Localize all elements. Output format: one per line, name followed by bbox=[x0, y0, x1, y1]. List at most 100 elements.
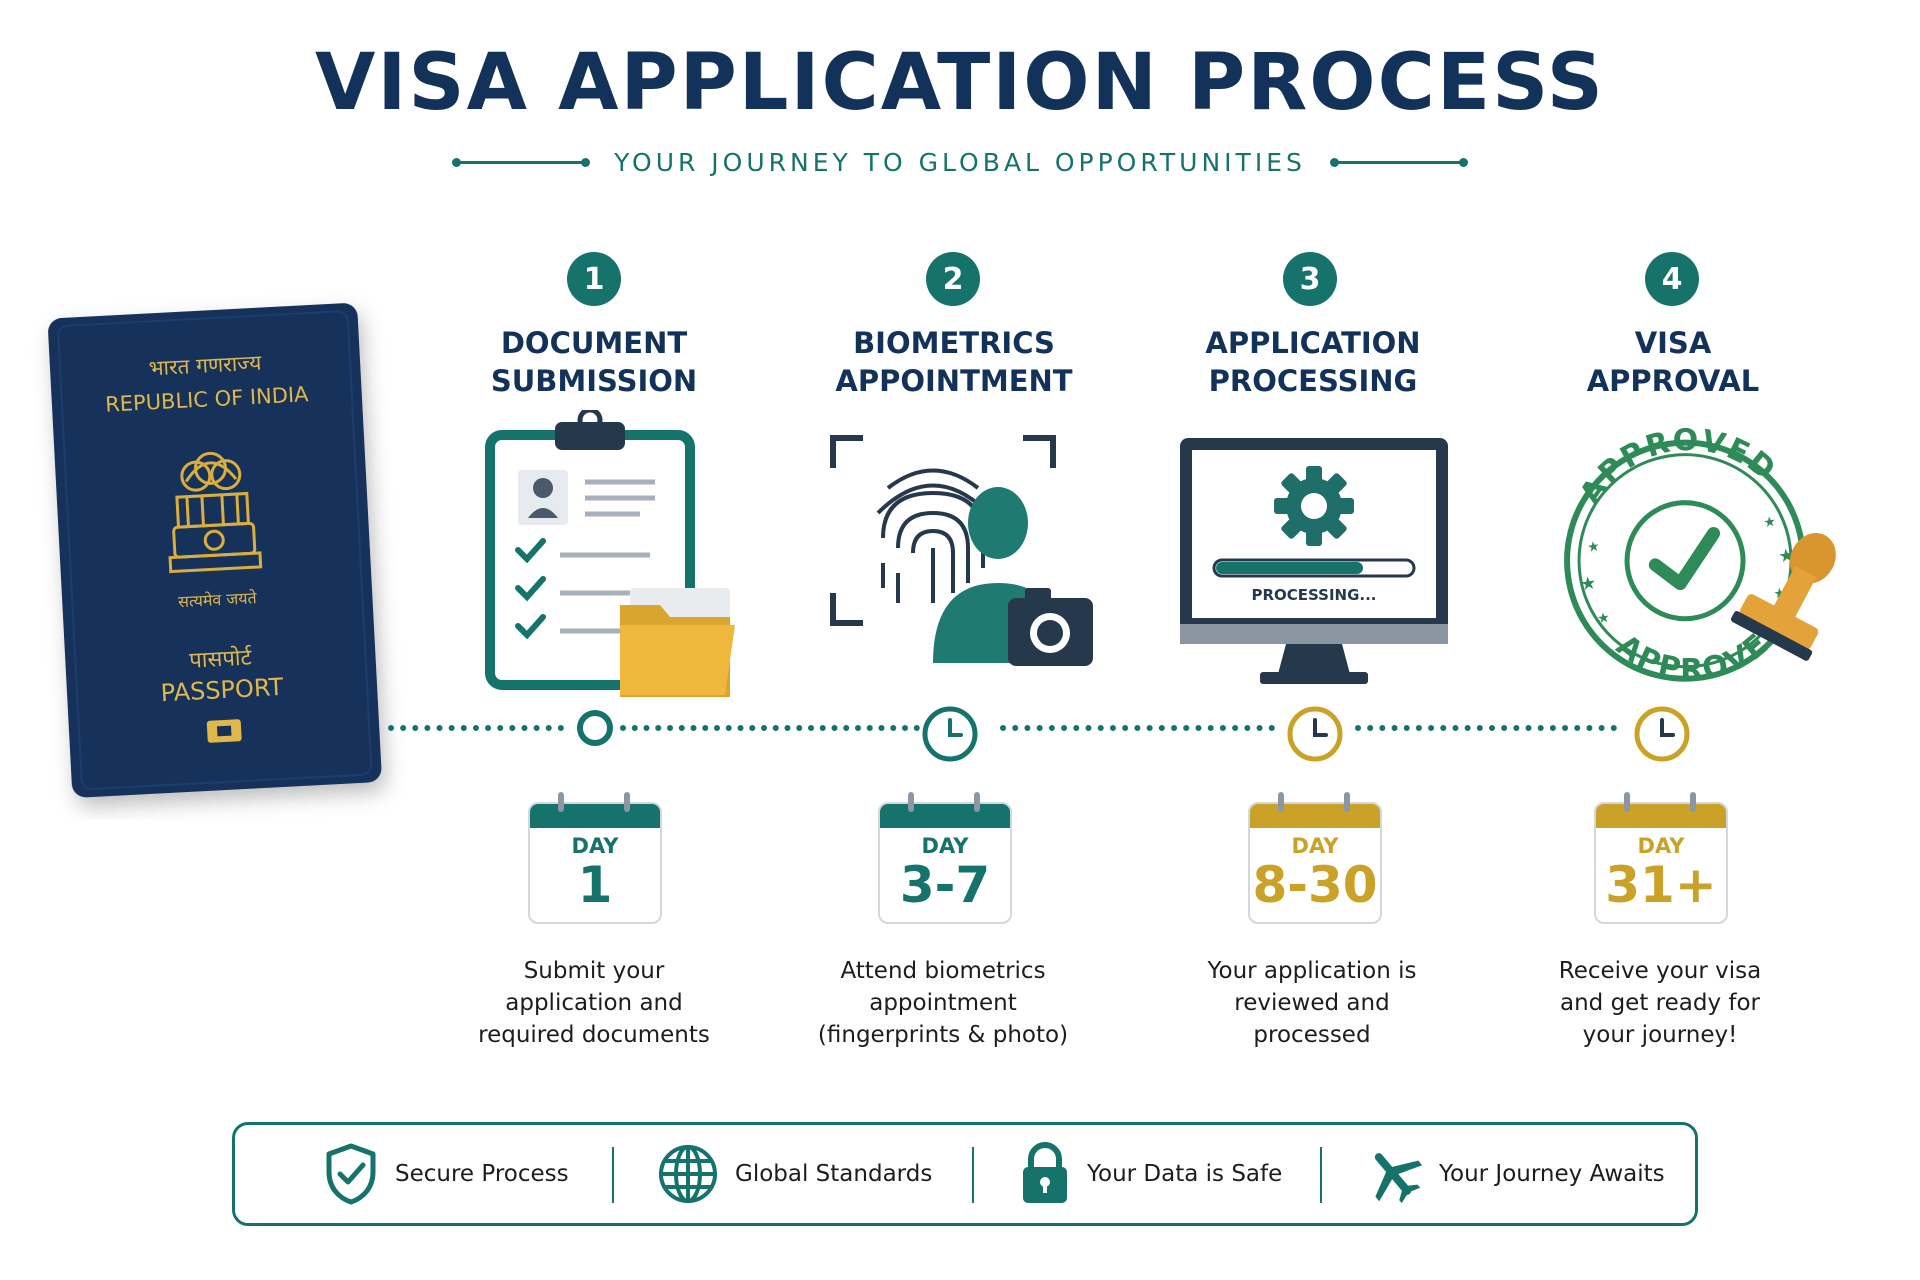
feature-label: Your Journey Awaits bbox=[1439, 1161, 1665, 1187]
calendar-icon: DAY 1 bbox=[528, 792, 662, 924]
description-line: your journey! bbox=[1582, 1022, 1738, 1048]
description-line: Your application is bbox=[1207, 958, 1417, 984]
divider bbox=[1320, 1147, 1322, 1203]
stamp-text-top: APPROVED bbox=[1566, 420, 1787, 514]
passport-hindi-label: पासपोर्ट bbox=[189, 644, 254, 673]
step-title-3: APPLICATION PROCESSING bbox=[1148, 324, 1478, 400]
step-title-line: DOCUMENT bbox=[500, 326, 688, 360]
step-description-2: Attend biometrics appointment (fingerpri… bbox=[793, 955, 1093, 1051]
folder-icon bbox=[620, 588, 735, 697]
description-line: reviewed and bbox=[1234, 990, 1390, 1016]
calendar-day-label: DAY bbox=[1637, 834, 1685, 858]
description-line: Attend biometrics bbox=[840, 958, 1046, 984]
step-title-line: PROCESSING bbox=[1208, 364, 1418, 398]
description-line: application and bbox=[505, 990, 683, 1016]
step-title-line: APPLICATION bbox=[1205, 326, 1421, 360]
step-title-1: DOCUMENT SUBMISSION bbox=[429, 324, 759, 400]
clock-icon bbox=[1287, 706, 1343, 762]
timeline-segment bbox=[388, 725, 564, 731]
step-number-2: 2 bbox=[926, 252, 980, 306]
features-bar: Secure Process Global Standards Your Dat… bbox=[232, 1122, 1698, 1226]
national-emblem-icon bbox=[168, 451, 263, 574]
clock-icon bbox=[922, 706, 978, 762]
step-title-2: BIOMETRICS APPOINTMENT bbox=[789, 324, 1119, 400]
fingerprint-icon bbox=[876, 468, 990, 603]
subtitle-line-left bbox=[452, 158, 591, 167]
timeline-node-1 bbox=[575, 708, 615, 748]
timeline-node-3 bbox=[1285, 704, 1345, 764]
description-line: processed bbox=[1253, 1022, 1371, 1048]
step-title-line: APPROVAL bbox=[1586, 364, 1760, 398]
feature-secure-process: Secure Process bbox=[323, 1125, 569, 1223]
calendar-day-label: DAY bbox=[921, 834, 969, 858]
svg-text:★: ★ bbox=[1763, 514, 1778, 532]
globe-icon bbox=[659, 1145, 717, 1203]
timeline-node-2 bbox=[920, 704, 980, 764]
gear-icon bbox=[1274, 466, 1354, 546]
timeline-segment bbox=[620, 725, 920, 731]
fingerprint-camera-icon bbox=[830, 435, 1093, 666]
processing-label: PROCESSING... bbox=[1251, 586, 1376, 604]
calendar-icon: DAY 31+ bbox=[1594, 792, 1728, 924]
monitor-gear-icon: PROCESSING... bbox=[1180, 438, 1448, 684]
step-description-4: Receive your visa and get ready for your… bbox=[1510, 955, 1810, 1051]
calendar-day-value: 8-30 bbox=[1252, 856, 1378, 914]
completed-circle-icon bbox=[577, 710, 613, 746]
feature-journey-awaits: Your Journey Awaits bbox=[1363, 1125, 1665, 1223]
description-line: appointment bbox=[869, 990, 1017, 1016]
passport-hindi-title: भारत गणराज्य bbox=[148, 351, 263, 381]
subtitle-line-right bbox=[1329, 158, 1468, 167]
timeline-node-4 bbox=[1632, 704, 1692, 764]
feature-data-safe: Your Data is Safe bbox=[1019, 1125, 1282, 1223]
approved-stamp-icon: APPROVED APPROVED ★★ ★★ ★★ bbox=[1564, 420, 1836, 700]
timeline-segment bbox=[1000, 725, 1275, 731]
passport-label: PASSPORT bbox=[160, 673, 284, 707]
description-line: (fingerprints & photo) bbox=[817, 1022, 1069, 1048]
step-number-3: 3 bbox=[1283, 252, 1337, 306]
padlock-icon bbox=[1023, 1142, 1067, 1203]
calendar-icon: DAY 8-30 bbox=[1248, 792, 1382, 924]
step-number-4: 4 bbox=[1645, 252, 1699, 306]
step-number-1: 1 bbox=[567, 252, 621, 306]
passport-motto: सत्यमेव जयते bbox=[178, 588, 258, 611]
chip-icon bbox=[206, 719, 242, 743]
step-title-line: BIOMETRICS bbox=[853, 326, 1055, 360]
timeline-segment bbox=[1355, 725, 1617, 731]
clock-icon bbox=[1634, 706, 1690, 762]
step-description-3: Your application is reviewed and process… bbox=[1162, 955, 1462, 1051]
step-title-line: APPOINTMENT bbox=[835, 364, 1073, 398]
calendar-day-label: DAY bbox=[1291, 834, 1339, 858]
svg-text:★: ★ bbox=[1586, 538, 1601, 556]
subtitle: YOUR JOURNEY TO GLOBAL OPPORTUNITIES bbox=[614, 148, 1306, 177]
progress-bar-fill bbox=[1216, 562, 1363, 574]
feature-label: Secure Process bbox=[395, 1161, 569, 1187]
calendar-day-value: 31+ bbox=[1605, 856, 1717, 914]
checkmark-icon bbox=[1648, 526, 1721, 591]
step-title-line: VISA bbox=[1634, 326, 1712, 360]
subtitle-row: YOUR JOURNEY TO GLOBAL OPPORTUNITIES bbox=[0, 148, 1920, 177]
calendar-day-value: 1 bbox=[577, 856, 613, 914]
step-title-line: SUBMISSION bbox=[490, 364, 698, 398]
feature-label: Your Data is Safe bbox=[1087, 1161, 1283, 1187]
step-title-4: VISA APPROVAL bbox=[1508, 324, 1838, 400]
calendar-day-value: 3-7 bbox=[899, 856, 991, 914]
divider bbox=[612, 1147, 614, 1203]
passport-illustration: भारत गणराज्य REPUBLIC OF INDIA सत्यमेव ज… bbox=[48, 303, 382, 798]
step-description-1: Submit your application and required doc… bbox=[444, 955, 744, 1051]
svg-text:★: ★ bbox=[1579, 572, 1598, 595]
clipboard-checklist-icon bbox=[485, 410, 735, 697]
shield-check-icon bbox=[326, 1143, 376, 1205]
calendar-day-label: DAY bbox=[571, 834, 619, 858]
divider bbox=[972, 1147, 974, 1203]
page-title: VISA APPLICATION PROCESS bbox=[315, 38, 1605, 128]
description-line: required documents bbox=[478, 1022, 710, 1048]
feature-global-standards: Global Standards bbox=[657, 1125, 932, 1223]
feature-label: Global Standards bbox=[735, 1161, 933, 1187]
camera-icon bbox=[1008, 588, 1093, 666]
rubber-stamp-icon bbox=[1730, 533, 1836, 661]
airplane-icon bbox=[1374, 1153, 1423, 1204]
description-line: and get ready for bbox=[1559, 990, 1760, 1016]
description-line: Receive your visa bbox=[1558, 958, 1762, 984]
description-line: Submit your bbox=[523, 958, 665, 984]
calendar-icon: DAY 3-7 bbox=[878, 792, 1012, 924]
